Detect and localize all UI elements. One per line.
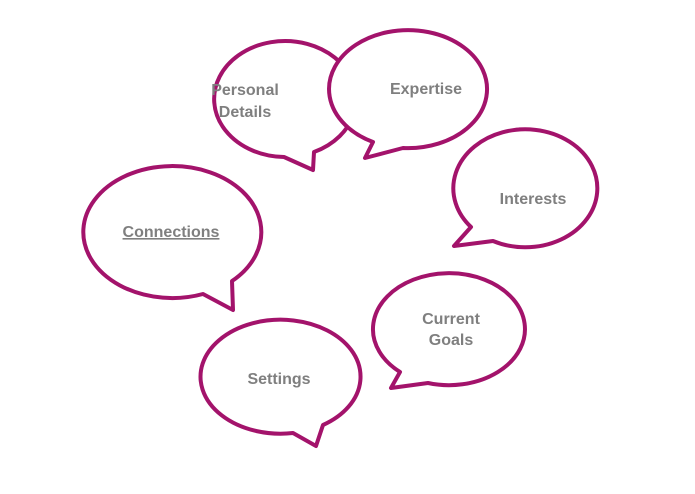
personal-details-bubble[interactable]: Personal Details xyxy=(211,39,359,172)
speech-bubble-shape xyxy=(451,127,600,250)
speech-bubble-shape xyxy=(198,317,363,448)
personal-details-label-line2: Details xyxy=(219,104,272,121)
interests-label: Interests xyxy=(500,191,567,208)
expertise-label: Expertise xyxy=(390,81,462,98)
current-goals-label-line2: Goals xyxy=(429,332,474,349)
settings-label: Settings xyxy=(247,371,310,388)
speech-bubble-shape xyxy=(327,28,489,160)
speech-bubble-shape xyxy=(81,164,264,312)
connections-bubble[interactable]: Connections xyxy=(81,164,264,312)
current-goals-bubble[interactable]: Current Goals xyxy=(370,271,527,390)
connections-link[interactable]: Connections xyxy=(123,224,220,241)
personal-details-label-line1: Personal xyxy=(211,82,279,99)
expertise-bubble[interactable]: Expertise xyxy=(327,28,489,160)
settings-bubble[interactable]: Settings xyxy=(198,317,363,448)
speech-bubble-shape xyxy=(370,271,527,390)
current-goals-label-line1: Current xyxy=(422,311,480,328)
interests-bubble[interactable]: Interests xyxy=(451,127,600,250)
